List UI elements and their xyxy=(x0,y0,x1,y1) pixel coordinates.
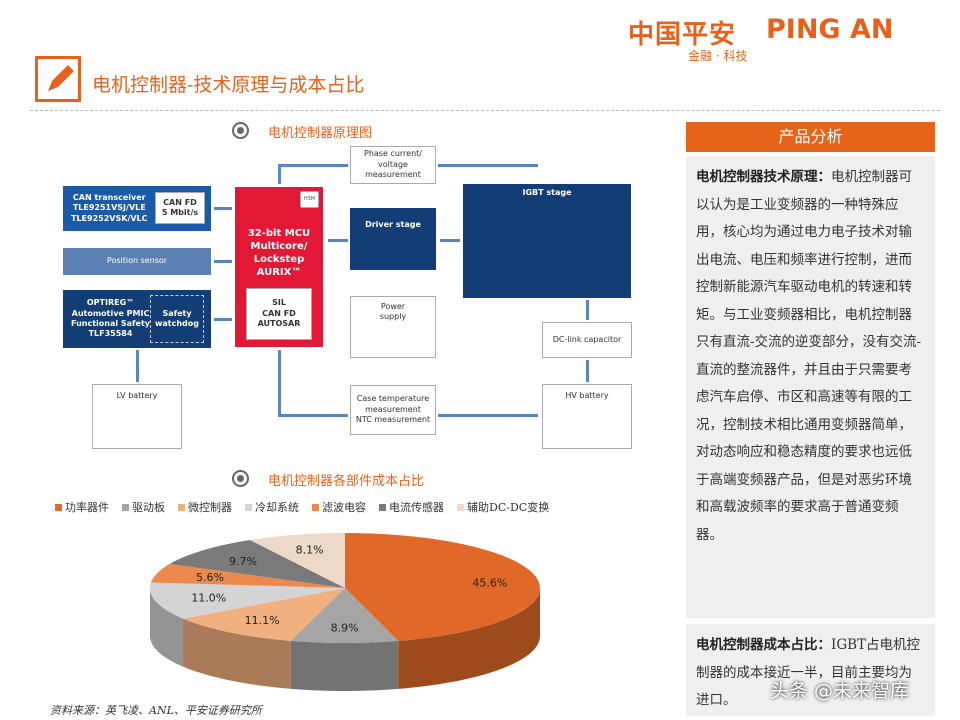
arrow xyxy=(278,164,281,184)
pie-chart: 45.6% 8.9% 11.1% 11.0% 5.6% 9.7% 8.1% xyxy=(150,533,540,691)
arrow xyxy=(586,300,589,320)
lv-battery: LV battery xyxy=(92,384,182,449)
data-label: 45.6% xyxy=(472,576,507,589)
power-supply: Power supply xyxy=(350,296,436,358)
pie-slice xyxy=(345,533,540,641)
dc-link-capacitor: DC-link capacitor xyxy=(542,322,632,358)
arrow xyxy=(586,360,589,382)
target-icon xyxy=(232,470,249,487)
principle-lead: 电机控制器技术原理： xyxy=(696,169,831,185)
pie-slice-side xyxy=(183,618,291,689)
igbt-stage: IGBT stage xyxy=(463,184,631,298)
page-title: 电机控制器-技术原理与成本占比 xyxy=(92,74,365,96)
data-label: 11.0% xyxy=(191,592,226,605)
legend-item: 冷却系统 xyxy=(245,499,299,515)
arrow xyxy=(328,239,348,242)
pencil-icon xyxy=(35,56,81,102)
data-label: 9.7% xyxy=(229,555,257,568)
pie-slice-side xyxy=(398,588,540,689)
logo-sub: 金融 · 科技 xyxy=(688,49,748,63)
logo-cn: 中国平安 xyxy=(628,20,737,50)
arrow xyxy=(278,350,281,416)
mcu-badges: SIL CAN FD AUTOSAR xyxy=(246,288,312,340)
arrow xyxy=(438,414,538,417)
legend-item: 微控制器 xyxy=(178,499,232,515)
pie-slice xyxy=(169,539,345,588)
legend-item: 驱动板 xyxy=(122,499,165,515)
data-label: 11.1% xyxy=(245,614,280,627)
arrow xyxy=(214,260,232,263)
driver-stage: Driver stage xyxy=(350,208,436,270)
diagram-title: 电机控制器原理图 xyxy=(268,126,373,141)
target-icon xyxy=(232,122,249,139)
pie-slice xyxy=(183,588,345,641)
pie-slice xyxy=(150,582,345,619)
arrow xyxy=(440,239,460,242)
cost-text: IGBT占电机控制器的成本接近一半，目前主要均为进口。 xyxy=(696,637,921,708)
safety-watchdog: Safety watchdog xyxy=(150,295,204,343)
can-badge: CAN FD 5 Mbit/s xyxy=(155,192,205,224)
pie-slice xyxy=(290,588,399,643)
principle-text: 电机控制器可以认为是工业变频器的一种特殊应用，核心均为通过电力电子技术对输出电流… xyxy=(696,169,922,543)
arrow xyxy=(214,318,232,321)
pie-slice-side xyxy=(150,588,184,667)
panel-header: 产品分析 xyxy=(686,122,935,152)
chart-title: 电机控制器各部件成本占比 xyxy=(268,474,425,489)
pie-slice xyxy=(249,533,345,588)
legend-item: 功率器件 xyxy=(55,499,109,515)
legend-item: 电流传感器 xyxy=(379,499,444,515)
arrow xyxy=(438,164,538,167)
data-label: 8.1% xyxy=(296,544,324,557)
cost-lead: 电机控制器成本占比： xyxy=(696,637,831,653)
data-label: 5.6% xyxy=(196,571,224,584)
pie-slice-side xyxy=(290,640,399,691)
hv-battery: HV battery xyxy=(542,384,632,449)
legend-item: 滤波电容 xyxy=(312,499,366,515)
phase-measurement: Phase current/ voltage measurement xyxy=(350,146,436,184)
watermark: 头条 @未来智库 xyxy=(770,680,910,702)
chart-legend: 功率器件驱动板微控制器冷却系统滤波电容电流传感器辅助DC-DC变换 xyxy=(55,499,549,515)
pmic: OPTIREG™ Automotive PMIC Functional Safe… xyxy=(63,290,211,348)
position-sensor: Position sensor xyxy=(63,248,211,275)
panel-principle: 电机控制器技术原理：电机控制器可以认为是工业变频器的一种特殊应用，核心均为通过电… xyxy=(686,156,935,618)
arrow xyxy=(278,164,348,167)
data-label: 8.9% xyxy=(331,622,359,635)
arrow xyxy=(278,414,348,417)
legend-item: 辅助DC-DC变换 xyxy=(457,499,549,515)
arrow xyxy=(136,350,139,382)
arrow xyxy=(214,207,232,210)
divider xyxy=(30,110,940,111)
source-note: 资料来源：英飞凌、ANL、平安证券研究所 xyxy=(50,704,262,717)
pie-slice xyxy=(150,563,345,588)
case-temperature: Case temperature measurement NTC measure… xyxy=(350,385,436,435)
panel-cost: 电机控制器成本占比：IGBT占电机控制器的成本接近一半，目前主要均为进口。 xyxy=(686,624,935,716)
hsm-badge: HSM xyxy=(300,191,319,208)
logo-en: PING AN xyxy=(766,14,894,45)
